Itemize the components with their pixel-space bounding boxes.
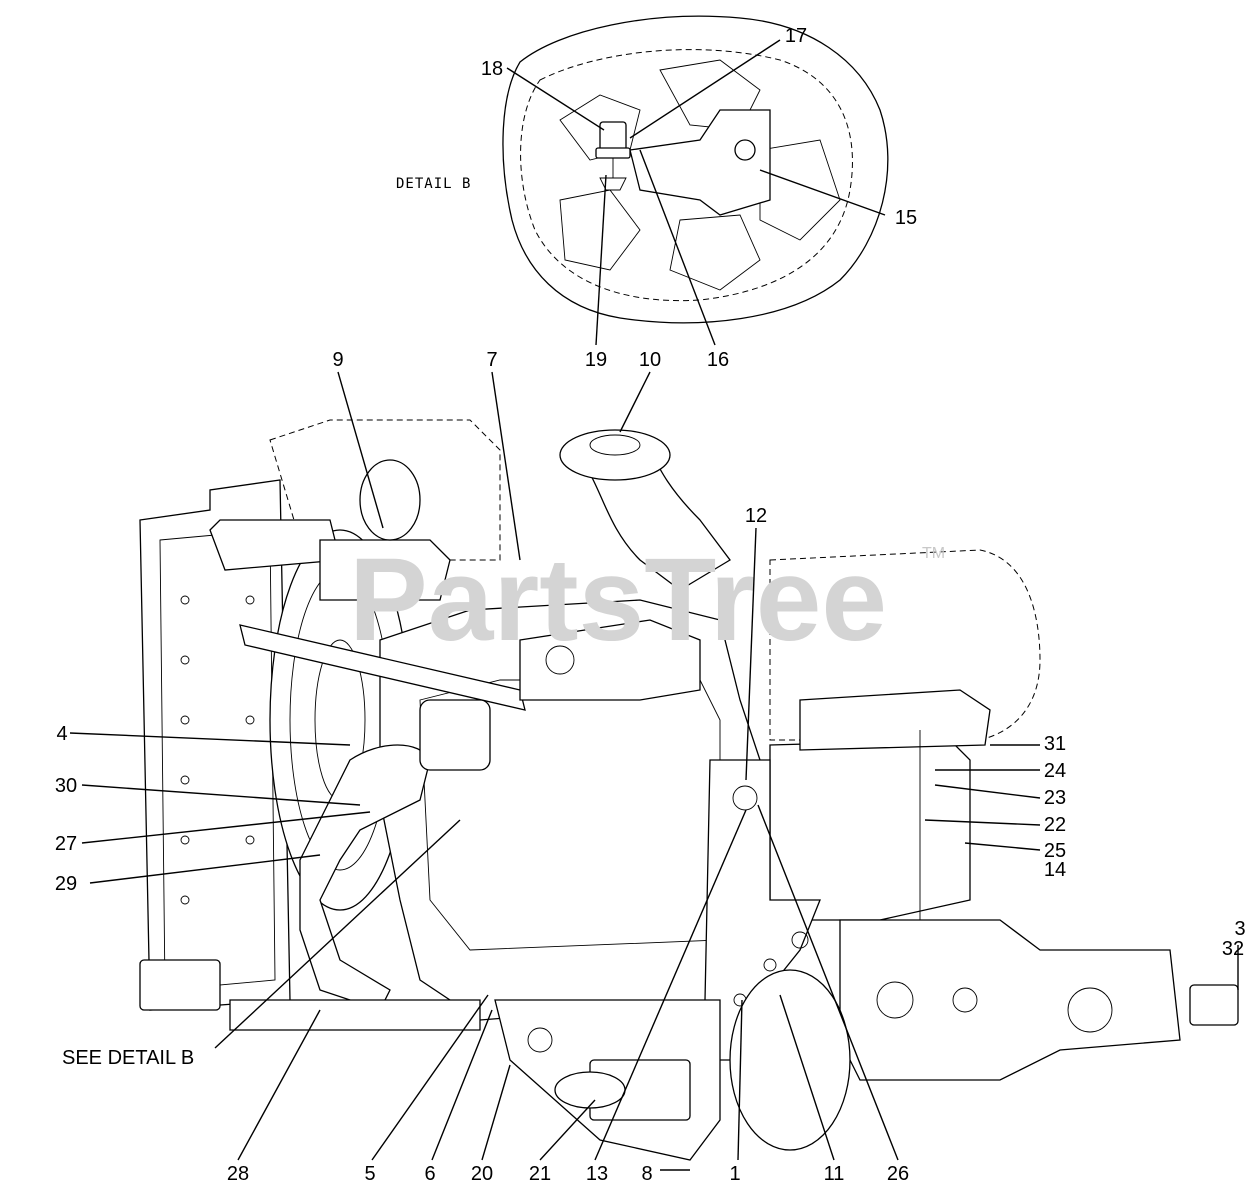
callout-12: 12 [745,505,767,527]
callout-1: 1 [729,1163,740,1185]
callout-10: 10 [639,349,661,371]
callout-4: 4 [56,723,67,745]
watermark-trademark: TM [922,545,945,562]
callout-23: 23 [1044,787,1066,809]
callout-9: 9 [332,349,343,371]
callout-13: 13 [586,1163,608,1185]
callout-16: 16 [707,349,729,371]
engine-assembly [139,419,1239,1161]
callout-11: 11 [824,1163,845,1185]
callout-3: 3 [1234,918,1245,940]
callout-7: 7 [486,349,497,371]
callout-15: 15 [895,207,917,229]
see-detail-b-caption: SEE DETAIL B [62,1047,194,1069]
callout-5: 5 [364,1163,375,1185]
callout-26: 26 [887,1163,909,1185]
callout-28: 28 [227,1163,249,1185]
callout-17: 17 [785,25,807,47]
callout-31: 31 [1044,733,1066,755]
callout-labels: 1 3 4 5 6 7 8 9 10 11 12 13 14 15 16 17 … [55,25,1246,1185]
watermark: PartsTree TM [349,534,945,666]
callout-24: 24 [1044,760,1066,782]
callout-19: 19 [585,349,607,371]
leader-lines [69,39,1239,1171]
detail-b-view [502,15,889,324]
callout-29: 29 [55,873,77,895]
callout-30: 30 [55,775,77,797]
detail-b-caption: DETAIL B [396,176,471,192]
callout-32: 32 [1222,938,1244,960]
callout-22: 22 [1044,814,1066,836]
callout-20: 20 [471,1163,493,1185]
callout-27: 27 [55,833,77,855]
callout-21: 21 [529,1163,551,1185]
callout-6: 6 [424,1163,435,1185]
callout-25: 25 [1044,840,1066,862]
watermark-text: PartsTree [349,534,887,666]
callout-14: 14 [1044,859,1066,881]
callout-8: 8 [641,1163,652,1185]
callout-18: 18 [481,58,503,80]
